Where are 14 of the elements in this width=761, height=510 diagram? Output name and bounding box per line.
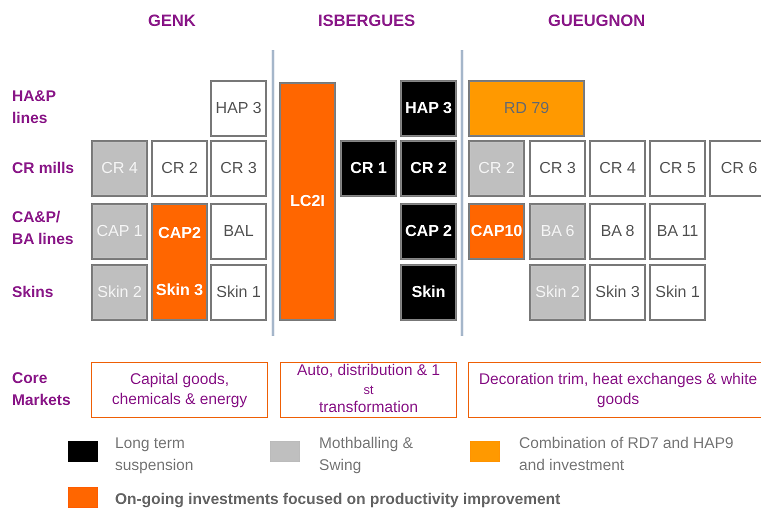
legend-text: Combination of RD7 and HAP9 and investment: [519, 434, 735, 476]
legend-text: On-going investments focused on productivity improvement: [115, 490, 562, 510]
site-heading: GENK: [148, 11, 196, 32]
row-label: Skins: [12, 283, 54, 303]
market-box: Decoration trim, heat exchanges & white goods: [468, 362, 761, 418]
site-heading: ISBERGUES: [318, 11, 416, 32]
legend-text: Long term suspension: [115, 434, 194, 476]
market-box: Capital goods, chemicals & energy: [91, 362, 268, 418]
legend-text: Mothballing & Swing: [319, 434, 414, 476]
row-label: CA&P/ BA lines: [12, 208, 74, 250]
row-label: Core Markets: [12, 369, 72, 412]
row-label: HA&P lines: [12, 87, 57, 130]
site-heading: GUEUGNON: [548, 11, 646, 32]
row-label: CR mills: [12, 159, 74, 179]
